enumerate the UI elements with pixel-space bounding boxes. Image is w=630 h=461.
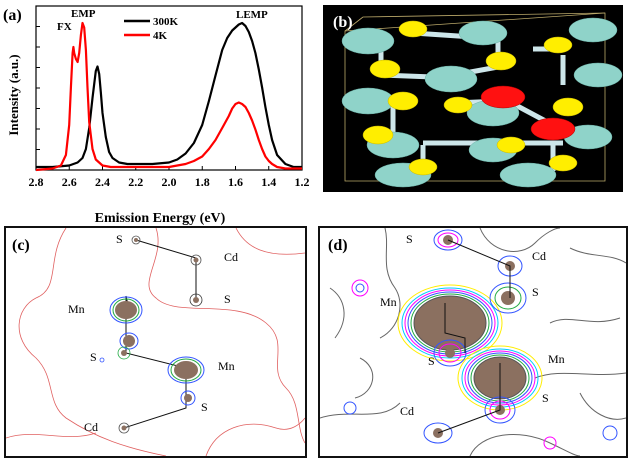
chart-legend: 300K 4K <box>124 16 179 42</box>
chart-svg: 2.8 2.6 2.4 2.2 2.0 1.8 1.6 1.4 1.2 (a) Emission… <box>3 5 310 226</box>
x-tick-label: 1.8 <box>195 175 210 189</box>
contour-d-svg: S Cd S Mn S Mn S Cd (d) <box>319 227 627 457</box>
bond-path-d <box>437 239 511 434</box>
chart-series <box>35 21 302 172</box>
legend-label-4k: 4K <box>153 30 168 42</box>
panel-b-label: (b) <box>333 14 353 31</box>
series-line-300k <box>36 21 302 169</box>
x-tick-label: 2.2 <box>128 175 143 189</box>
label-d-s-top: S <box>406 232 413 246</box>
charge-density-panel-d: S Cd S Mn S Mn S Cd (d) <box>318 226 628 458</box>
label-c-s-top: S <box>116 232 123 246</box>
annotation-emp: EMP <box>71 8 96 20</box>
annotation-fx: FX <box>57 21 72 33</box>
x-tick-label: 1.2 <box>295 175 310 189</box>
series-line-4k <box>35 21 302 172</box>
panel-d-label: (d) <box>328 237 348 254</box>
legend-label-300k: 300K <box>153 16 179 28</box>
label-d-s-low: S <box>542 391 549 405</box>
s-atoms <box>362 20 584 176</box>
crystal-structure-svg: (b) <box>323 5 623 192</box>
cd-atoms <box>341 17 623 188</box>
y-axis-label: Intensity (a.u.) <box>6 54 21 135</box>
label-c-mn-left: Mn <box>68 302 85 316</box>
outer-contours-d <box>319 227 627 457</box>
contour-c-svg: S Cd S Mn S Mn S Cd (c) <box>5 227 306 457</box>
annotation-lemp: LEMP <box>236 9 268 21</box>
charge-density-panel-c: S Cd S Mn S Mn S Cd (c) <box>4 226 307 458</box>
label-d-mn-right: Mn <box>548 352 565 366</box>
x-tick-label: 2.6 <box>62 175 77 189</box>
emission-spectrum-chart: 2.8 2.6 2.4 2.2 2.0 1.8 1.6 1.4 1.2 (a) Emission… <box>0 0 320 228</box>
outer-contours-c <box>5 227 306 457</box>
label-c-mn-right: Mn <box>218 359 235 373</box>
x-tick-label: 1.6 <box>228 175 243 189</box>
label-c-cd-top: Cd <box>224 250 238 264</box>
unit-cell-frame <box>344 12 606 182</box>
label-c-s-right: S <box>224 292 231 306</box>
x-tick-label: 2.0 <box>162 175 177 189</box>
x-tick-label: 2.4 <box>95 175 110 189</box>
x-axis-label: Emission Energy (eV) <box>95 211 226 226</box>
label-c-s-low: S <box>201 400 208 414</box>
label-d-cd-bottom: Cd <box>400 404 414 418</box>
label-d-cd-top: Cd <box>532 249 546 263</box>
mn-atom-c-1 <box>109 296 143 350</box>
mn-atoms <box>480 85 576 141</box>
label-d-s-mid: S <box>428 354 435 368</box>
small-sites-d <box>343 229 618 450</box>
x-tick-label: 2.8 <box>29 175 44 189</box>
label-c-s-mid: S <box>90 350 97 364</box>
panel-c-label: (c) <box>12 237 30 254</box>
crystal-structure-panel: (b) <box>323 5 623 192</box>
x-tick-label: 1.4 <box>261 175 276 189</box>
small-sites-c <box>99 235 203 434</box>
label-c-cd-bottom: Cd <box>84 420 98 434</box>
panel-a-label: (a) <box>3 7 22 24</box>
label-d-s-right: S <box>532 285 539 299</box>
mn-atom-c-2 <box>167 356 205 406</box>
label-d-mn-left: Mn <box>380 295 397 309</box>
